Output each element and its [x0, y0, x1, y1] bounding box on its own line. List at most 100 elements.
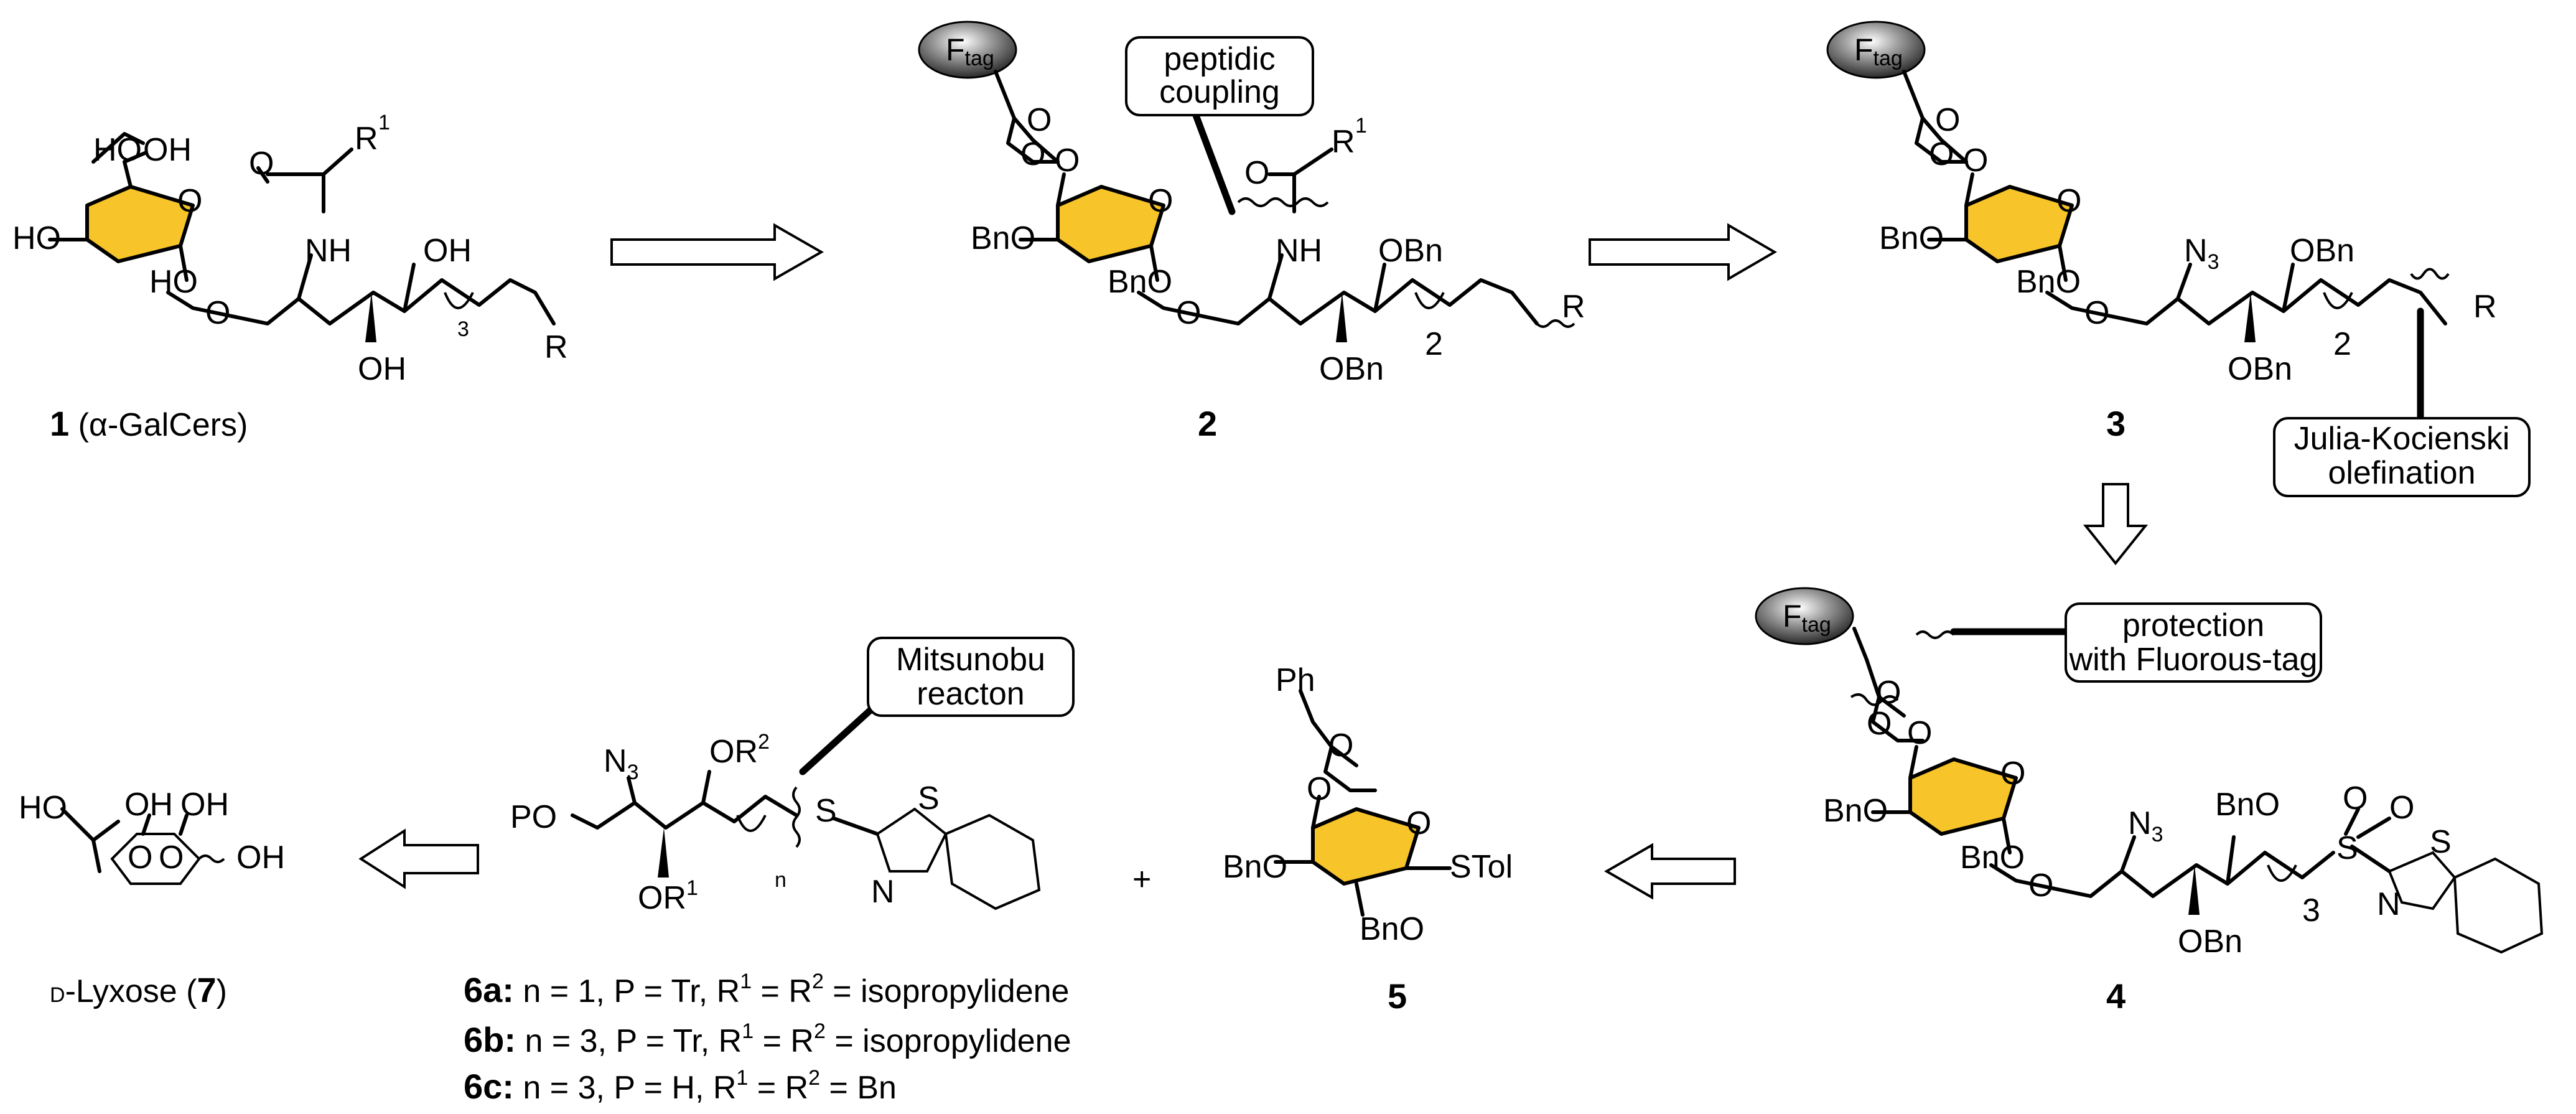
c6b-caption: 6b: n = 3, P = Tr, R1 = R2 = isopropylid…	[464, 1019, 1071, 1059]
ftag-label: Ftag	[1783, 599, 1831, 637]
c6-n3: N3	[604, 743, 638, 784]
retro-arrow-3-to-4	[2083, 483, 2149, 566]
c2-r1-sup: 1	[1355, 114, 1367, 138]
c5-o2: O	[1307, 771, 1332, 807]
c1-ho-a: HO	[93, 132, 142, 168]
c1-o-link: O	[205, 295, 230, 331]
c2-r: R	[1562, 289, 1585, 325]
retro-arrow-1-to-2	[610, 223, 824, 281]
c3-number: 3	[2106, 404, 2126, 443]
c4-o3: O	[1907, 715, 1932, 751]
c2-bno-a: BnO	[971, 220, 1035, 256]
c4-bno-c: BnO	[2215, 787, 2280, 823]
c2-obn-a: OBn	[1378, 233, 1443, 269]
c3-n3: N3	[2184, 233, 2219, 274]
c4-s: S	[2336, 830, 2358, 866]
compound-4: Ftag protection with Fluorous-tag O O O …	[1755, 587, 2544, 1016]
c3-o3: O	[1963, 143, 1988, 179]
c1-oh-c: OH	[423, 233, 472, 269]
compound-5: Ph O O O BnO BnO STol 5	[1223, 662, 1513, 1016]
c1-n3: 3	[457, 317, 469, 341]
c5-bno-b: BnO	[1360, 911, 1424, 947]
compound-6: Mitsunobu reacton PO N3 OR2 OR1 n S S N …	[464, 637, 1151, 1106]
c1-o-ring: O	[177, 183, 202, 219]
c1-oh-a: OH	[143, 132, 192, 168]
c7-o-a: O	[128, 840, 152, 876]
c6-po: PO	[510, 799, 557, 835]
c2-n2: 2	[1425, 326, 1443, 362]
c2-o1: O	[1027, 102, 1052, 138]
c2-obn-b: OBn	[1319, 351, 1384, 387]
c4-n3: N3	[2128, 805, 2163, 846]
c1-o-carb: O	[249, 146, 274, 182]
compound-3: Ftag Julia-Kocienski olefination O O O O…	[1826, 21, 2531, 497]
c2-o-carb: O	[1244, 155, 1269, 191]
peptidic-line-1: peptidic	[1164, 41, 1275, 77]
c4-number: 4	[2106, 976, 2126, 1016]
c5-bno-a: BnO	[1223, 849, 1287, 885]
c3-o-link: O	[2084, 295, 2109, 331]
compound-2: Ftag peptidic coupling O O O O BnO BnO O…	[918, 21, 1585, 443]
fluorous-tag: Ftag	[1755, 587, 1854, 645]
retro-arrow-4-to-5	[1603, 843, 1736, 900]
c6-n: n	[775, 868, 786, 892]
c3-o-ring: O	[2056, 183, 2081, 219]
c5-o1: O	[1328, 728, 1353, 764]
retro-arrow-6-to-7	[358, 828, 479, 889]
c1-r1: R	[355, 121, 378, 157]
compound-1: HO OH HO HO O O NH O R 1 OH OH 3 R 1 (α-…	[12, 111, 568, 443]
c6a-caption: 6a: n = 1, P = Tr, R1 = R2 = isopropylid…	[464, 970, 1069, 1009]
c7-caption: D-Lyxose (7)	[50, 970, 227, 1009]
c2-bno-b: BnO	[1108, 264, 1172, 300]
peptidic-line-2: coupling	[1159, 74, 1280, 110]
c3-n2: 2	[2333, 326, 2351, 362]
c6c-caption: 6c: n = 3, P = H, R1 = R2 = Bn	[464, 1066, 897, 1106]
c1-ho-c: HO	[149, 264, 198, 300]
c4-o-s1: O	[2343, 780, 2368, 817]
protection-line-2: with Fluorous-tag	[2069, 642, 2318, 678]
c2-o-ring: O	[1148, 183, 1173, 219]
c7-ho: HO	[19, 790, 67, 826]
c5-ph: Ph	[1276, 662, 1315, 698]
retro-arrow-2-to-3	[1589, 223, 1777, 281]
c2-nh: NH	[1276, 233, 1322, 269]
c1-r: R	[544, 329, 568, 365]
c6-s-ring: S	[918, 780, 940, 817]
c2-o2: O	[1020, 136, 1045, 172]
c4-bno-a: BnO	[1823, 793, 1888, 829]
c1-caption: 1 (α-GalCers)	[50, 404, 248, 443]
c3-bno-a: BnO	[1879, 220, 1944, 256]
plus-sign: +	[1132, 861, 1151, 897]
c4-o-ring: O	[2000, 756, 2025, 792]
c4-obn: OBn	[2178, 924, 2242, 960]
c7-oh-a: OH	[124, 787, 173, 823]
mitsunobu-line-2: reacton	[917, 676, 1024, 712]
c6-or1: OR1	[638, 876, 698, 916]
c1-ho-b: HO	[12, 220, 61, 256]
ftag-label: Ftag	[946, 32, 994, 70]
protection-line-1: protection	[2122, 607, 2264, 644]
mitsunobu-line-1: Mitsunobu	[896, 642, 1045, 678]
c4-o-link: O	[2028, 868, 2053, 904]
c4-count: 3	[2302, 892, 2320, 929]
fluorous-tag: Ftag	[1826, 21, 1926, 79]
c6-or2: OR2	[709, 730, 770, 770]
c4-s-ring: S	[2430, 824, 2452, 860]
c7-oh-b: OH	[180, 787, 229, 823]
c2-number: 2	[1198, 404, 1217, 443]
c3-o1: O	[1935, 102, 1960, 138]
c7-oh-c: OH	[236, 840, 285, 876]
julia-line-2: olefination	[2328, 455, 2475, 491]
c4-o-s2: O	[2389, 790, 2414, 826]
c3-o2: O	[1929, 136, 1954, 172]
c2-o-link: O	[1176, 295, 1201, 331]
c5-number: 5	[1388, 976, 1407, 1016]
c5-stol: STol	[1450, 849, 1513, 885]
c2-o3: O	[1055, 143, 1080, 179]
c4-o1: O	[1876, 675, 1901, 711]
c4-n-ring: N	[2377, 886, 2401, 922]
fluorous-tag: Ftag	[918, 21, 1017, 79]
c1-nh: NH	[305, 233, 352, 269]
ftag-label: Ftag	[1854, 32, 1903, 70]
